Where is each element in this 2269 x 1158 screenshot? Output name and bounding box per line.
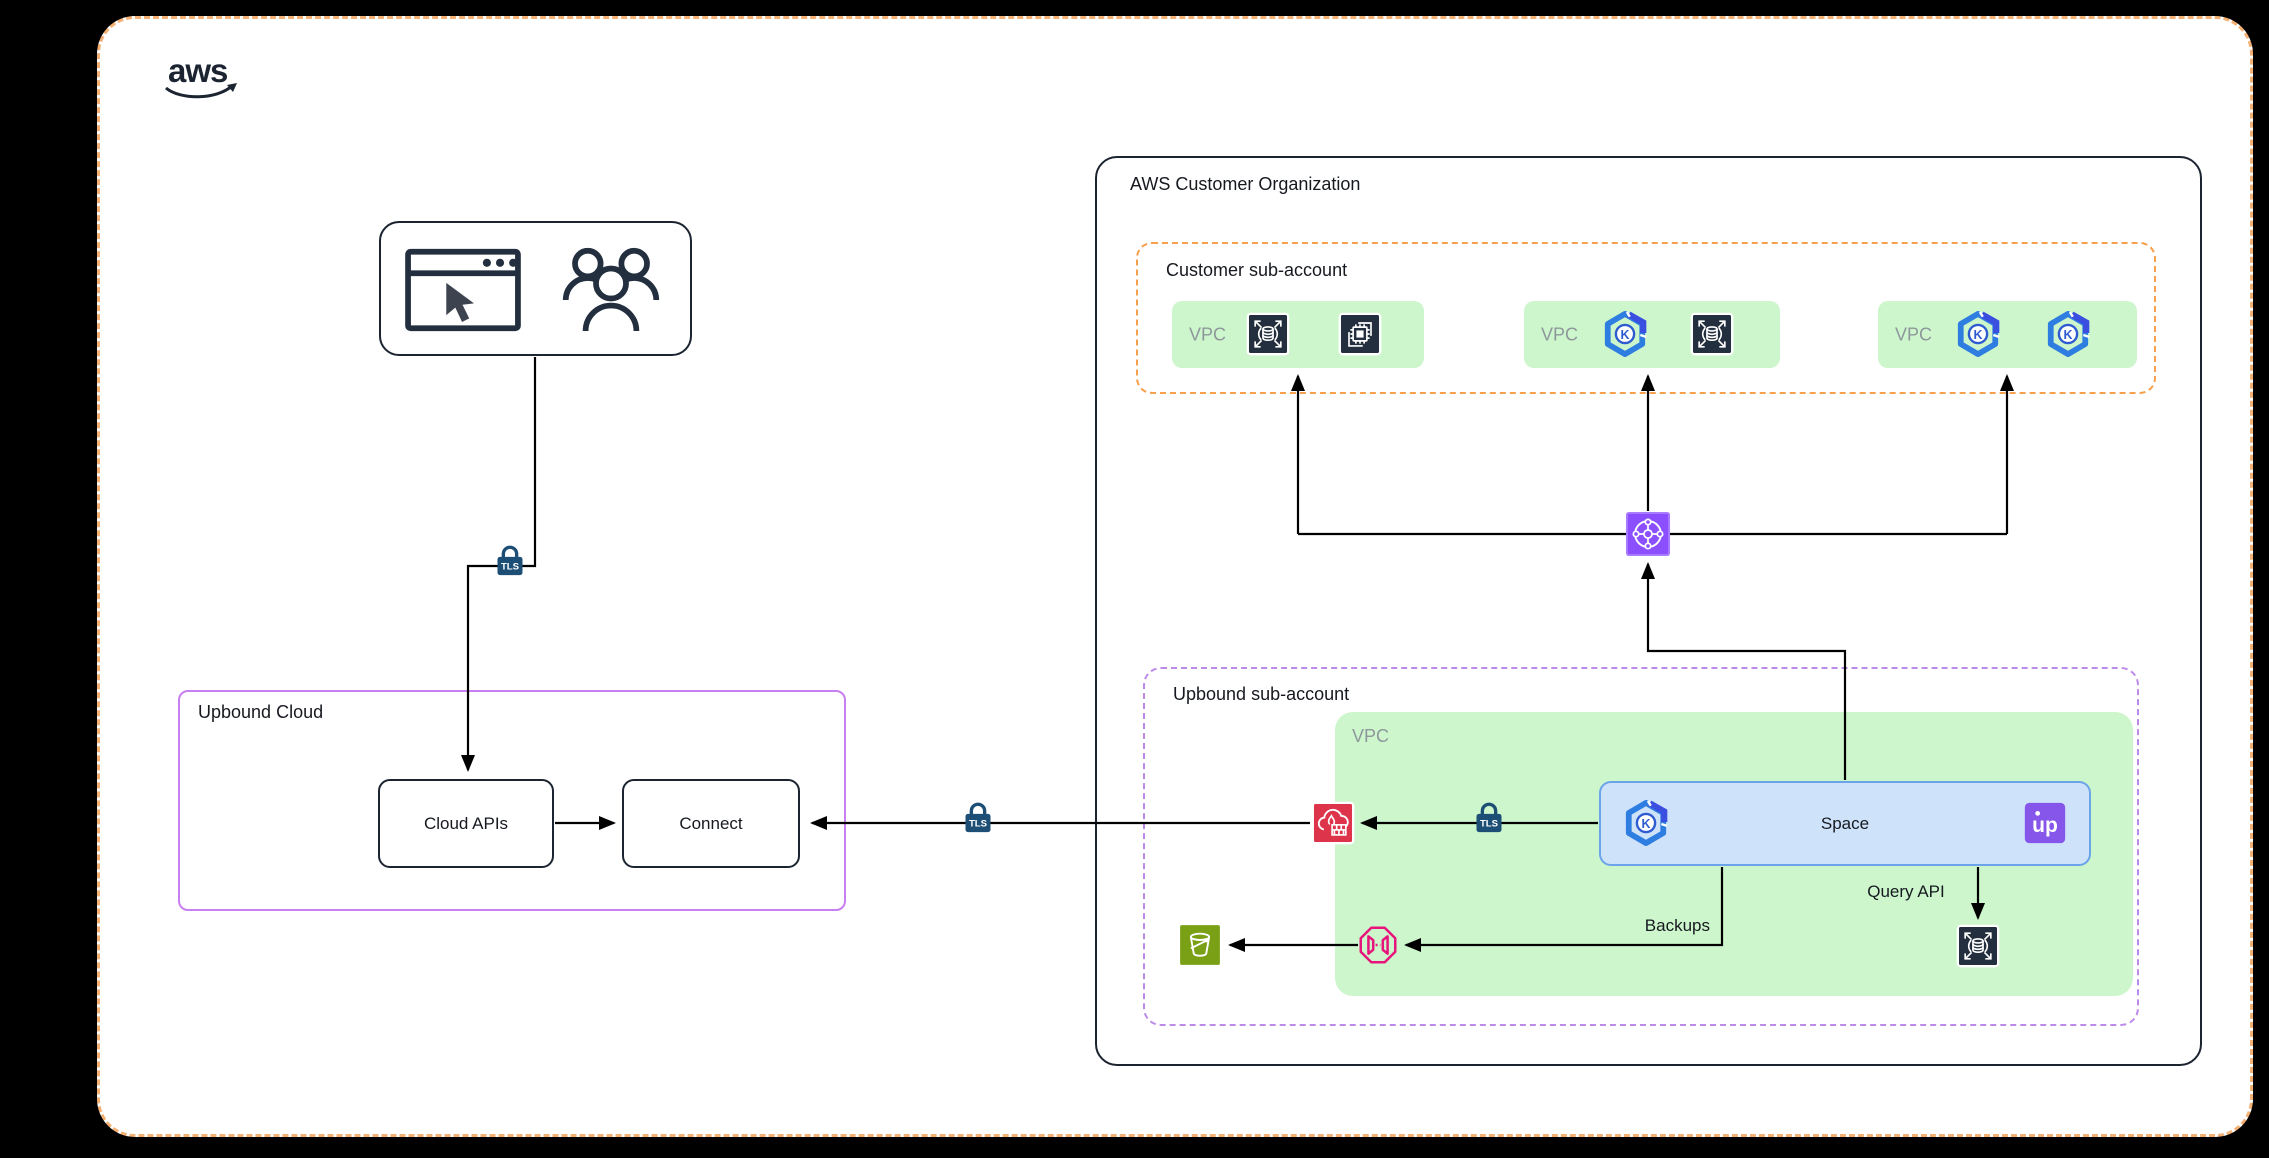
space-box: Space [1599,781,2091,866]
connect-box: Connect [622,779,800,868]
backups-edge-label: Backups [1644,916,1710,935]
upbound-vpc-label: VPC [1352,726,1390,746]
cloud-apis-box: Cloud APIs [378,779,554,868]
aws-smile-arrow [227,83,237,92]
space-label: Space [1820,813,1870,833]
users-browser-box [379,221,692,356]
upbound-sub-account-box [1143,667,2139,1026]
vpc-2-label: VPC [1541,324,1579,344]
customer-sub-account-box [1136,242,2156,394]
vpc-3-label: VPC [1895,324,1933,344]
aws-smile-icon [165,84,233,99]
aws-logo-text: aws [168,52,227,89]
customer-vpc-3: VPC [1878,301,2137,368]
vpc-1-label: VPC [1189,324,1227,344]
aws-customer-organization-title: AWS Customer Organization [1130,174,1361,194]
query-api-edge-label: Query API [1867,882,1945,901]
customer-vpc-2: VPC [1524,301,1780,368]
customer-sub-account-title: Customer sub-account [1166,260,1348,280]
upbound-sub-account-title: Upbound sub-account [1173,684,1350,704]
connect-label: Connect [679,813,743,833]
aws-logo: aws [165,52,237,99]
upbound-cloud-title: Upbound Cloud [198,702,324,722]
customer-vpc-1: VPC [1172,301,1424,368]
cloud-apis-label: Cloud APIs [423,813,509,833]
